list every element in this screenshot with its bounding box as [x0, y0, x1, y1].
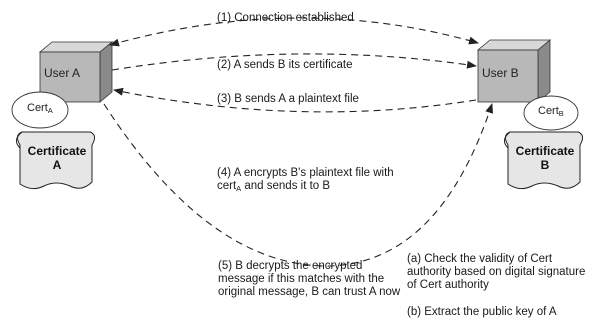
cert-a-label: CertA — [27, 102, 53, 115]
certificate-a-scroll — [16, 131, 96, 190]
certificate-b-scroll — [504, 131, 584, 190]
user-b-label: User B — [482, 66, 519, 80]
arrow-b-sends-plaintext — [113, 87, 477, 113]
cert-b-label: CertB — [538, 105, 564, 118]
arrow-a-sends-certificate — [111, 53, 477, 71]
arrow-connection-established — [109, 17, 479, 47]
certificate-a-text: Certificate A — [27, 144, 87, 172]
step-a-label: (a) Check the validity of Cert authority… — [407, 253, 586, 291]
step-3-label: (3) B sends A a plaintext file — [217, 93, 359, 105]
user-b-box — [476, 39, 552, 103]
user-a-label: User A — [44, 66, 81, 80]
cert-a-oval — [11, 91, 69, 129]
cert-b-oval — [523, 95, 579, 131]
step-2-label: (2) A sends B its certificate — [217, 59, 353, 71]
arrow-a-encrypts-sends — [103, 103, 493, 267]
step-5-label: (5) B decrypts the encrypted message if … — [218, 260, 401, 298]
step-b-label: (b) Extract the public key of A — [407, 306, 557, 318]
certificate-b-text: Certificate B — [515, 144, 575, 172]
step-4-label: (4) A encrypts B's plaintext file with c… — [217, 167, 394, 193]
step-1-label: (1) Connection established — [217, 12, 354, 24]
